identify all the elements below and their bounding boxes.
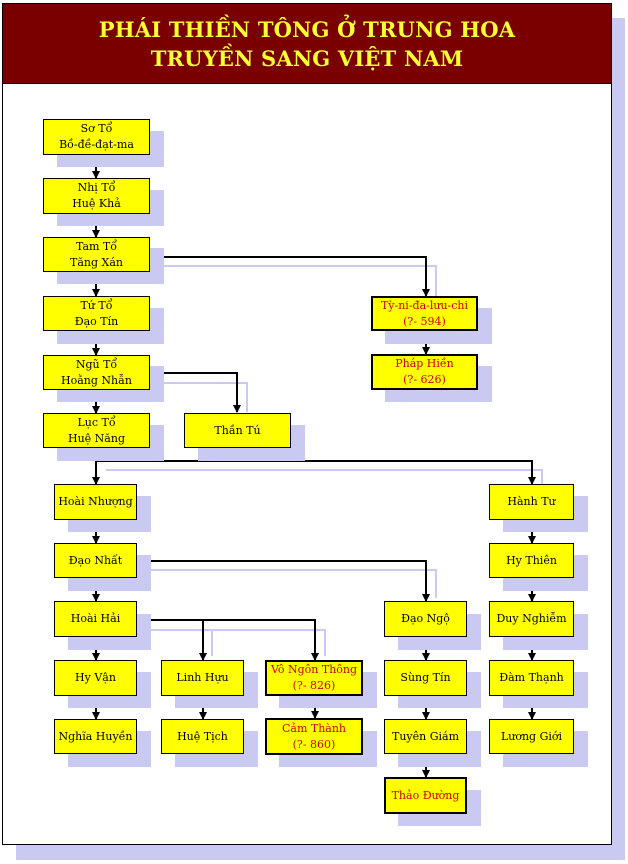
node-label: Đạo Nhất (68, 553, 123, 567)
node-label: Huệ Tịch (177, 729, 228, 743)
node-label: Nhị Tổ (77, 181, 116, 194)
node-hy-van: Hy Vận (54, 660, 137, 696)
node-vo-ngon-thong: Vô Ngôn Thông (?- 826) (265, 660, 363, 696)
node-dao-ngo: Đạo Ngộ (384, 601, 467, 637)
node-label: Thảo Đường (391, 788, 460, 802)
node-label: Duy Nghiễm (496, 612, 567, 625)
node-label: Hy Vận (75, 671, 116, 684)
node-hoai-nhuong: Hoài Nhượng (54, 484, 137, 520)
node-luc-to: Lục Tổ Huệ Năng (43, 413, 150, 448)
node-label: Tứ Tổ (80, 298, 113, 312)
node-label: Sùng Tín (400, 671, 451, 684)
node-so-to: Sơ Tổ Bồ-đề-đạt-ma (43, 119, 150, 155)
node-label: Tỳ-ni-đa-lưu-chi (380, 298, 469, 312)
node-label: Hoài Hải (70, 612, 121, 625)
node-hoai-hai: Hoài Hải (54, 601, 137, 637)
node-label: Huệ Khả (72, 197, 121, 210)
node-label: Đạo Ngộ (401, 612, 450, 625)
node-dao-nhat: Đạo Nhất (54, 543, 137, 578)
node-phap-hien: Pháp Hiền (?- 626) (371, 354, 478, 390)
node-tu-to: Tứ Tổ Đạo Tín (43, 296, 150, 331)
node-ngu-to: Ngũ Tổ Hoằng Nhẫn (43, 355, 150, 390)
node-label: Huệ Năng (68, 431, 125, 445)
node-label: (?- 626) (403, 373, 446, 386)
node-label: Bồ-đề-đạt-ma (59, 138, 134, 151)
node-label: Đàm Thạnh (499, 671, 564, 684)
node-hanh-tu: Hành Tư (489, 484, 574, 520)
node-label: Nghĩa Huyền (58, 729, 133, 743)
node-thao-duong: Thảo Đường (384, 777, 467, 814)
node-ty-ni-da-luu-chi: Tỳ-ni-đa-lưu-chi (?- 594) (371, 296, 478, 331)
node-label: Hành Tư (507, 495, 556, 508)
title-banner: PHÁI THIỀN TÔNG Ở TRUNG HOA TRUYỀN SANG … (2, 3, 612, 84)
node-label: Hoằng Nhẫn (61, 373, 132, 387)
node-label: (?- 594) (403, 314, 446, 328)
node-nhi-to: Nhị Tổ Huệ Khả (43, 178, 150, 214)
node-label: Vô Ngôn Thông (270, 663, 358, 676)
node-label: Lục Tổ (77, 415, 116, 429)
node-cam-thanh: Cảm Thành (?- 860) (265, 718, 363, 755)
node-sung-tin: Sùng Tín (384, 660, 467, 696)
node-duy-nghiem: Duy Nghiễm (489, 601, 574, 637)
node-dam-thanh: Đàm Thạnh (489, 660, 574, 696)
node-label: Ngũ Tổ (75, 357, 118, 371)
node-hy-thien: Hy Thiên (489, 543, 574, 578)
node-tuyen-giam: Tuyên Giám (384, 719, 467, 754)
node-linh-huu: Linh Hựu (161, 660, 244, 696)
node-label: (?- 860) (292, 737, 336, 751)
node-label: Pháp Hiền (395, 357, 454, 370)
node-label: Cảm Thành (281, 721, 347, 735)
node-label: Hy Thiên (506, 553, 557, 567)
node-label: Hoài Nhượng (58, 495, 133, 508)
node-than-tu: Thần Tú (184, 413, 291, 448)
node-label: Đạo Tín (74, 314, 119, 328)
node-hue-tich: Huệ Tịch (161, 719, 244, 754)
node-label: Lương Giới (500, 729, 563, 743)
node-label: Tuyên Giám (391, 729, 460, 743)
node-label: Thần Tú (214, 423, 261, 437)
title-line-2: TRUYỀN SANG VIỆT NAM (150, 45, 464, 71)
node-label: Linh Hựu (176, 671, 229, 684)
node-label: Sơ Tổ (80, 122, 113, 135)
node-luong-gioi: Lương Giới (489, 719, 574, 754)
node-label: Tăng Xán (70, 255, 123, 269)
node-label: (?- 826) (292, 679, 336, 692)
node-nghia-huyen: Nghĩa Huyền (54, 719, 137, 754)
node-label: Tam Tổ (75, 239, 118, 253)
node-tam-to: Tam Tổ Tăng Xán (43, 237, 150, 272)
title-line-1: PHÁI THIỀN TÔNG Ở TRUNG HOA (98, 16, 516, 42)
